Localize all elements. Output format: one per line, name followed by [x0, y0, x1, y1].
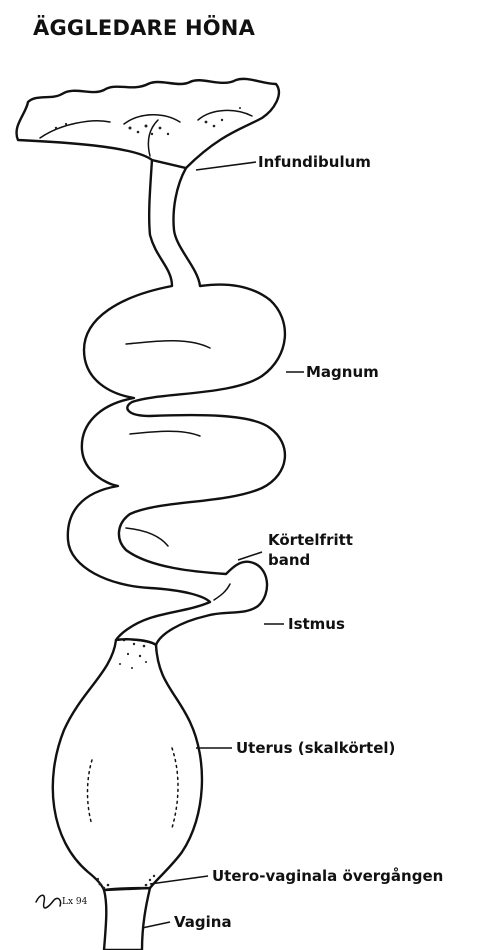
uterus-shape [53, 639, 202, 890]
label-istmus: Istmus [288, 615, 345, 633]
label-infundibulum: Infundibulum [258, 153, 371, 171]
label-utero-vaginala: Utero-vaginala övergången [212, 867, 443, 885]
label-uterus: Uterus (skalkörtel) [236, 739, 395, 757]
leader-kortelfritt-band [238, 552, 262, 560]
artist-signature: Lx 94 [36, 895, 88, 908]
coiled-tube [68, 160, 285, 645]
leader-infundibulum [196, 162, 256, 170]
label-kortelfritt-line1: Körtelfritt [268, 531, 353, 549]
vagina-shape [104, 888, 150, 950]
signature-text: Lx 94 [62, 897, 88, 907]
leader-vagina [142, 922, 170, 928]
label-magnum: Magnum [306, 363, 379, 381]
label-vagina: Vagina [174, 913, 232, 931]
label-kortelfritt-line2: band [268, 551, 310, 569]
infundibulum-shape [17, 79, 279, 168]
